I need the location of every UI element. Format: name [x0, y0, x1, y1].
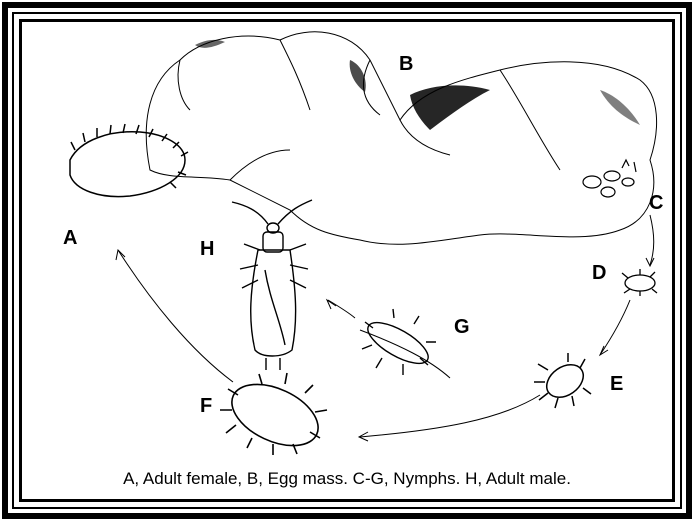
- label-h: H: [200, 239, 214, 259]
- adult-male-drawing: [232, 200, 312, 370]
- egg-mass-shading: [195, 40, 640, 130]
- nymph-e-drawing: [534, 353, 591, 408]
- label-e: E: [610, 374, 623, 394]
- nymph-f-drawing: [220, 372, 328, 458]
- adult-female-drawing: [70, 124, 188, 197]
- label-f: F: [200, 396, 212, 416]
- label-a: A: [63, 228, 77, 248]
- label-b: B: [399, 54, 413, 74]
- life-cycle-arrows: [116, 215, 654, 441]
- label-c: C: [649, 193, 663, 213]
- figure-caption: A, Adult female, B, Egg mass. C-G, Nymph…: [22, 470, 672, 487]
- eggs-drawing: [583, 160, 636, 197]
- nymph-g-drawing: [362, 309, 436, 375]
- label-g: G: [454, 317, 470, 337]
- nymph-d-drawing: [622, 269, 657, 296]
- label-d: D: [592, 263, 606, 283]
